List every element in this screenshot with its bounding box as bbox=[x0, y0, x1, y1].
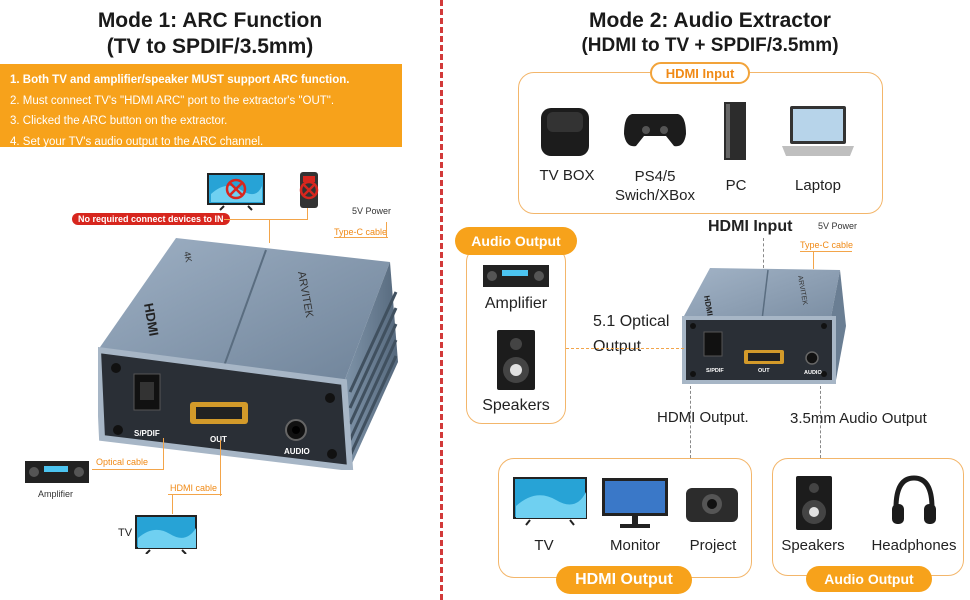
device2-hdmi-logo: HDMI bbox=[702, 295, 714, 317]
input-tv-box-label: TV BOX bbox=[539, 167, 595, 184]
output-monitor-label: Monitor bbox=[609, 537, 661, 554]
step-4: 4. Set your TV's audio output to the ARC… bbox=[10, 135, 264, 148]
optical-line2: Output bbox=[593, 338, 642, 355]
monitor-icon bbox=[602, 478, 668, 528]
audio-output-pill: Audio Output bbox=[455, 227, 577, 255]
hdmi-output-pill: HDMI Output bbox=[556, 566, 692, 594]
amplifier-icon-2 bbox=[483, 265, 549, 287]
mode2-title-line2: (HDMI to TV + SPDIF/3.5mm) bbox=[581, 35, 839, 56]
optical-cable-line-v bbox=[163, 438, 164, 470]
device2-audio-text: AUDIO bbox=[804, 370, 822, 376]
hdmi-cable-label: HDMI cable bbox=[170, 483, 218, 493]
optical-line1: 5.1 Optical bbox=[593, 313, 670, 330]
mode1-title-line1: Mode 1: ARC Function bbox=[97, 9, 323, 32]
mode2-title-line1: Mode 2: Audio Extractor bbox=[589, 9, 831, 32]
crossed-stick-icon bbox=[299, 172, 319, 208]
output-speaker-icon bbox=[796, 476, 832, 530]
optical-cable-label: Optical cable bbox=[96, 457, 149, 467]
mode2-speakers-label: Speakers bbox=[482, 397, 550, 414]
optical-cable-line bbox=[92, 469, 164, 470]
hdmi-input-label: HDMI Input bbox=[708, 218, 793, 235]
mode2-title: Mode 2: Audio Extractor (HDMI to TV + SP… bbox=[460, 8, 960, 58]
output-project-label: Project bbox=[689, 537, 737, 554]
typec-line bbox=[386, 222, 387, 238]
device2-spdif-text: S/PDIF bbox=[706, 368, 724, 374]
no-connect-tag: No required connect devices to IN bbox=[72, 213, 230, 225]
hdmi-output-label: HDMI Output. bbox=[657, 409, 749, 426]
mode1-power-label: 5V Power bbox=[352, 206, 392, 216]
mode1-instructions: 1. Both TV and amplifier/speaker MUST su… bbox=[0, 64, 402, 148]
hdmi-input-connector bbox=[763, 238, 764, 268]
in-connector-line-3 bbox=[307, 208, 308, 220]
output-tv-label: TV bbox=[534, 537, 554, 554]
device1-out-text: OUT bbox=[210, 435, 227, 444]
step-1: 1. Both TV and amplifier/speaker MUST su… bbox=[10, 74, 350, 86]
gamepad-icon bbox=[624, 114, 686, 147]
mode2-amplifier-label: Amplifier bbox=[484, 295, 548, 312]
typec-underline bbox=[334, 237, 388, 238]
mode2-typec-line bbox=[813, 251, 814, 269]
audio-output-pill-2: Audio Output bbox=[806, 566, 932, 592]
headphones-icon bbox=[892, 475, 936, 524]
hdmi-input-pill: HDMI Input bbox=[650, 62, 750, 84]
mode2-typec-label: Type-C cable bbox=[800, 240, 854, 250]
mode2-typec-underline bbox=[800, 251, 852, 252]
mode1-title: Mode 1: ARC Function (TV to SPDIF/3.5mm) bbox=[0, 8, 420, 60]
mode1-typec-label: Type-C cable bbox=[334, 227, 388, 237]
mode1-tv-label: TV bbox=[118, 527, 133, 539]
laptop-icon bbox=[782, 106, 854, 156]
crossed-tv-icon bbox=[207, 173, 265, 211]
tv-box-icon bbox=[541, 108, 589, 156]
device1-4k-text: 4K bbox=[182, 251, 194, 264]
input-laptop-label: Laptop bbox=[795, 177, 841, 194]
optical-connector bbox=[566, 348, 684, 349]
device1-audio-text: AUDIO bbox=[284, 447, 310, 456]
mode2-power-label: 5V Power bbox=[818, 221, 858, 231]
projector-icon bbox=[686, 488, 738, 522]
optical-output-label: 5.1 Optical Output bbox=[593, 309, 669, 359]
pc-icon bbox=[724, 102, 746, 160]
step-3: 3. Clicked the ARC button on the extract… bbox=[10, 115, 228, 127]
input-console-label: PS4/5 Swich/XBox bbox=[614, 168, 696, 204]
mode1-amplifier-label: Amplifier bbox=[38, 489, 74, 499]
mode1-title-line2: (TV to SPDIF/3.5mm) bbox=[106, 35, 314, 58]
device1-spdif-text: S/PDIF bbox=[134, 429, 160, 438]
in-connector-line-2 bbox=[268, 219, 308, 220]
hdmi-cable-line-v2 bbox=[172, 494, 173, 514]
hdmi-cable-line-v bbox=[220, 440, 221, 496]
speaker-icon bbox=[497, 330, 535, 390]
amplifier-icon bbox=[25, 461, 89, 483]
output-tv-icon bbox=[513, 477, 587, 526]
device2-out-text: OUT bbox=[758, 368, 770, 374]
output-speakers-label: Speakers bbox=[781, 537, 845, 554]
mode1-tv-icon bbox=[135, 515, 197, 554]
audio35-connector bbox=[820, 386, 821, 458]
mode1-extractor-device: S/PDIF OUT AUDIO 4K HDMI ARVITEK bbox=[98, 238, 398, 470]
mode2-extractor-device: S/PDIF OUT AUDIO HDMI ARVITEK bbox=[682, 268, 846, 384]
in-connector-line bbox=[224, 219, 270, 243]
step-2: 2. Must connect TV's "HDMI ARC" port to … bbox=[10, 94, 335, 107]
audio35-label: 3.5mm Audio Output bbox=[790, 410, 927, 427]
input-pc-label: PC bbox=[725, 177, 747, 194]
mode-divider bbox=[440, 0, 443, 600]
hdmi-output-connector bbox=[690, 386, 691, 458]
hdmi-cable-line bbox=[168, 494, 222, 495]
device1-hdmi-logo: HDMI bbox=[141, 302, 162, 337]
output-headphones-label: Headphones bbox=[871, 537, 957, 554]
